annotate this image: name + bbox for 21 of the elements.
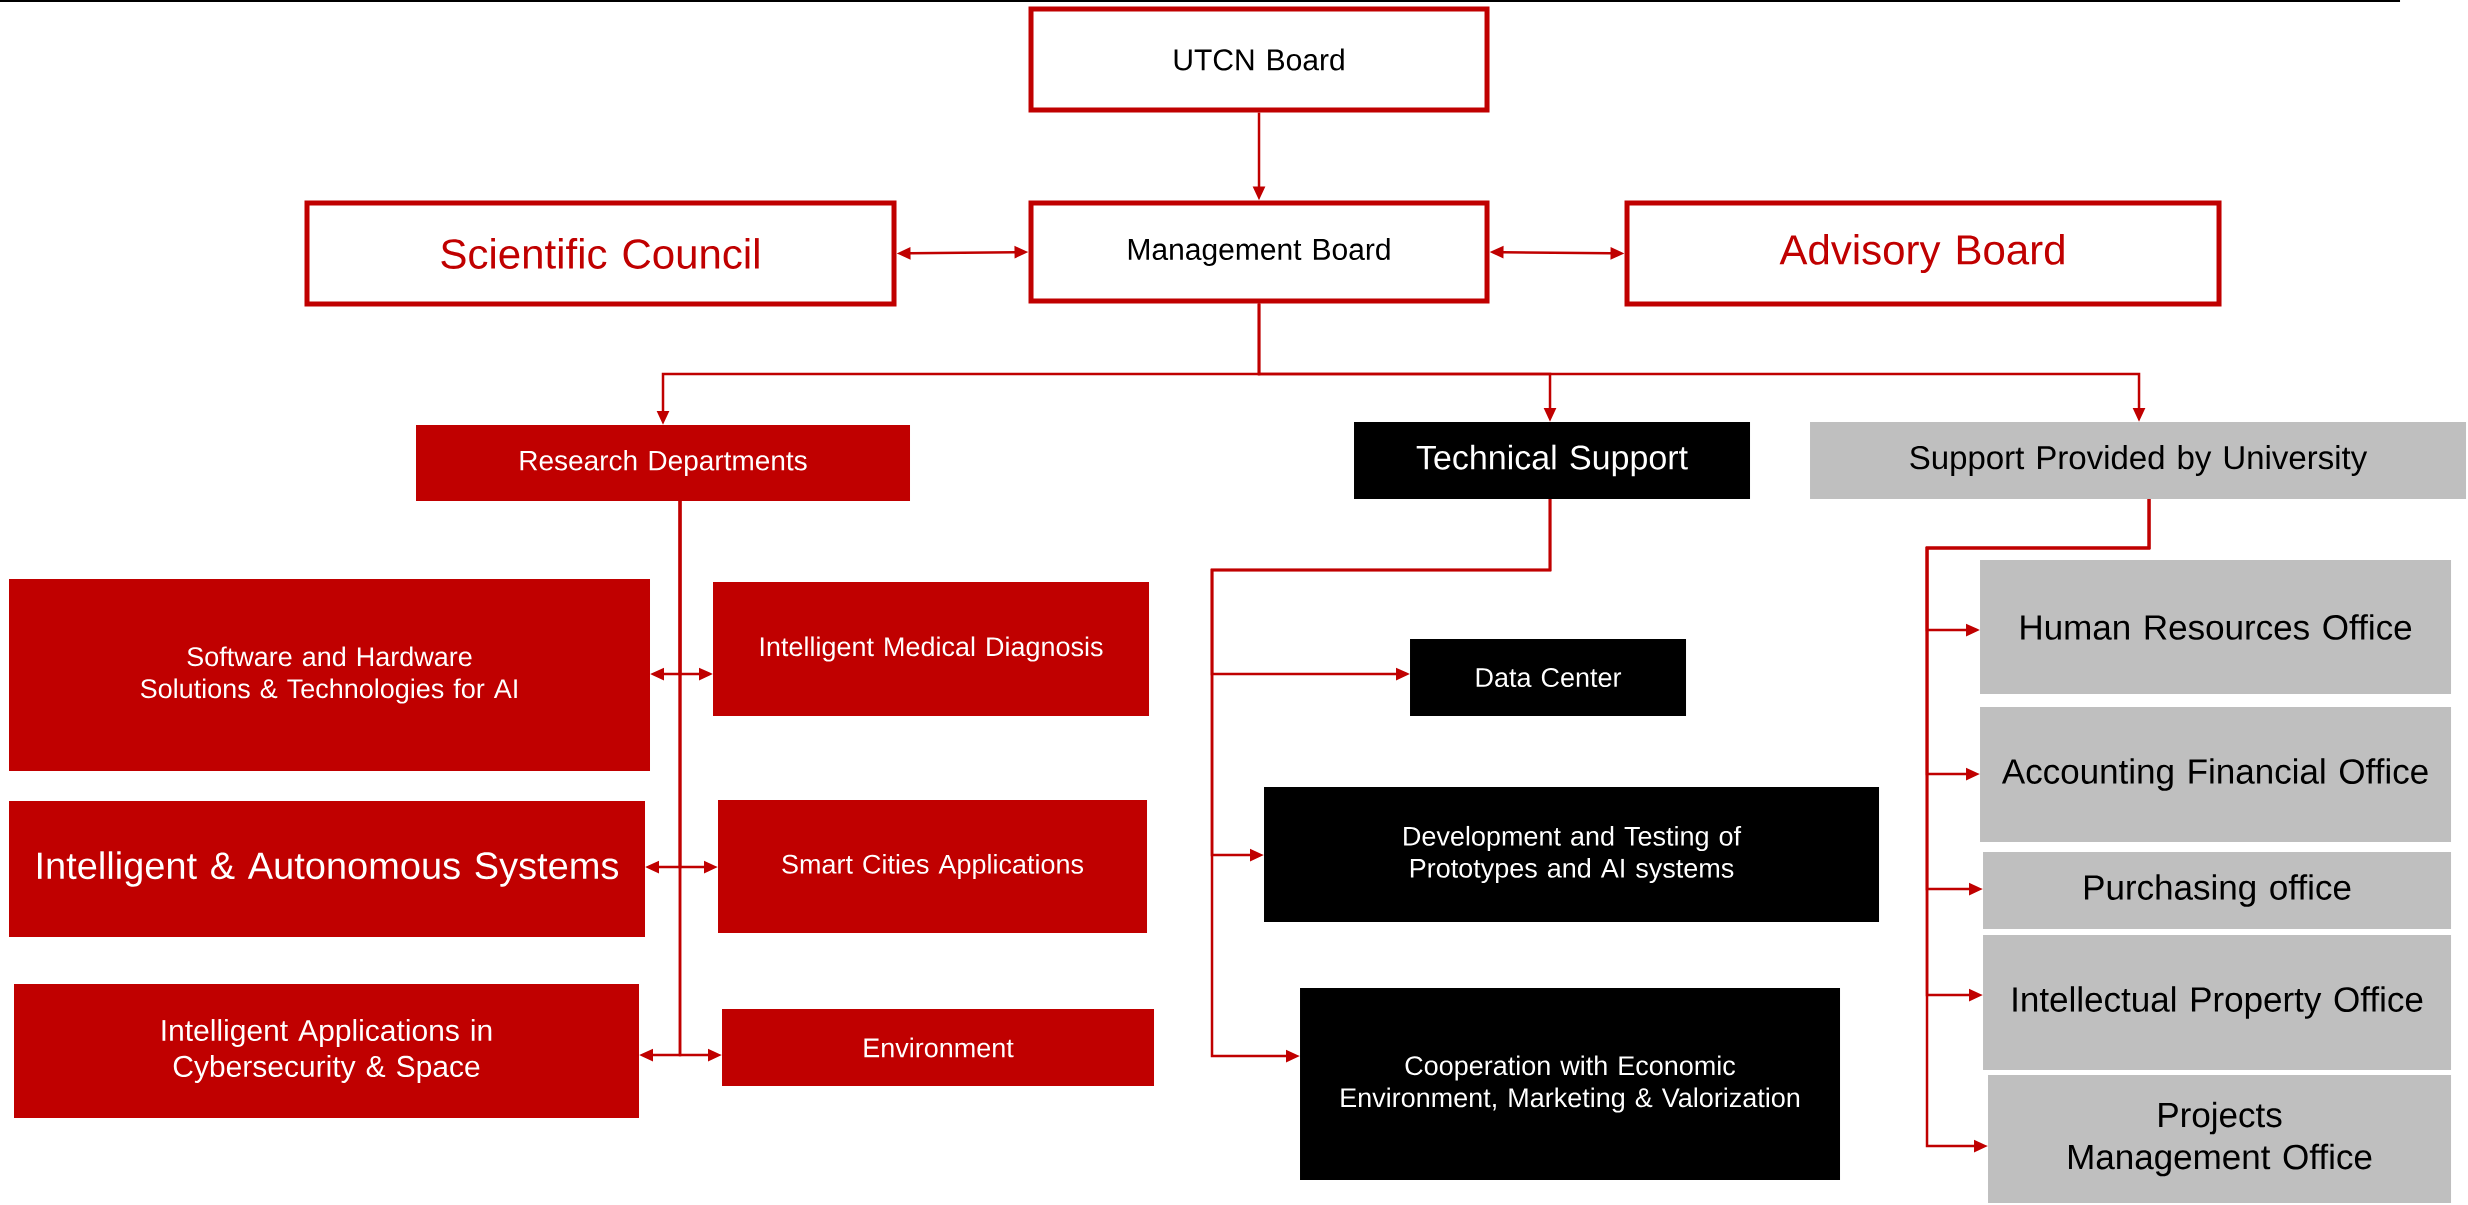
- office-box: Projects Management Office: [1988, 1075, 2452, 1203]
- board-box: Management Board: [1028, 200, 1490, 304]
- office-box: Intellectual Property Office: [1983, 935, 2452, 1070]
- heading-box: Research Departments: [416, 425, 910, 501]
- department-box: Smart Cities Applications: [718, 800, 1147, 933]
- office-box: Human Resources Office: [1980, 560, 2452, 694]
- office-box: Accounting Financial Office: [1980, 707, 2452, 842]
- support-box: Development and Testing of Prototypes and AI systems: [1264, 787, 1879, 922]
- department-box: Environment: [722, 1009, 1154, 1086]
- board-box: UTCN Board: [1028, 6, 1490, 113]
- department-box: Intelligent Applications in Cybersecurity & Space: [14, 984, 639, 1118]
- support-box: Data Center: [1410, 639, 1686, 716]
- department-box: Software and Hardware Solutions & Technologies for AI: [9, 579, 650, 771]
- heading-box: Technical Support: [1354, 422, 1750, 499]
- board-box: Advisory Board: [1624, 200, 2222, 307]
- department-box: Intelligent & Autonomous Systems: [9, 801, 645, 937]
- board-box: Scientific Council: [304, 200, 897, 307]
- department-box: Intelligent Medical Diagnosis: [713, 582, 1149, 716]
- support-box: Cooperation with Economic Environment, Marketing & Valorization: [1300, 988, 1840, 1180]
- office-box: Purchasing office: [1983, 852, 2452, 929]
- heading-box: Support Provided by University: [1810, 422, 2467, 499]
